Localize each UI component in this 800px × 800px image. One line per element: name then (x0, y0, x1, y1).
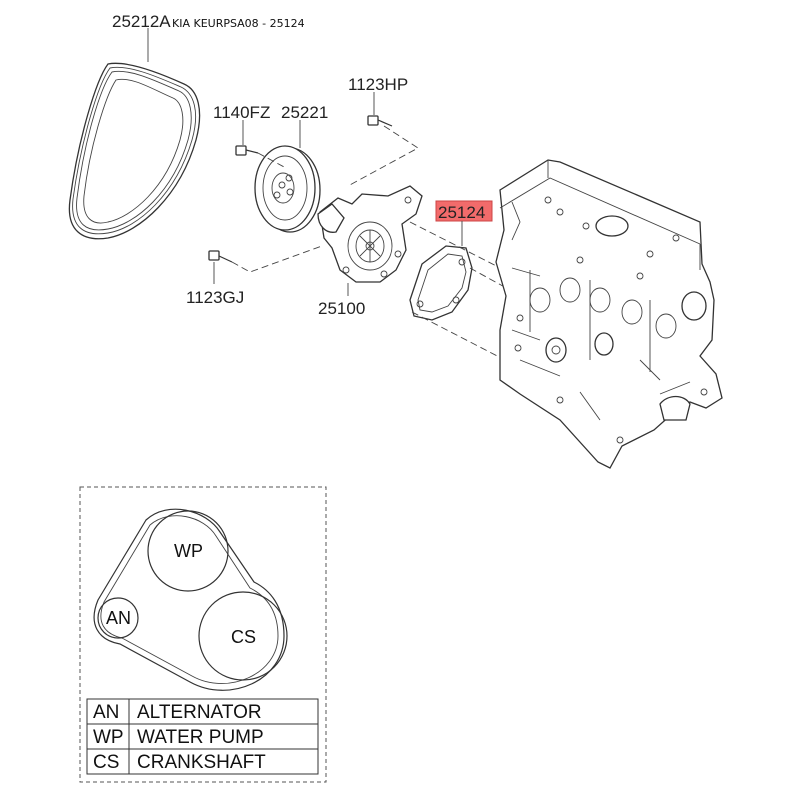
legend-code: WP (93, 727, 124, 748)
pump-bolt-top[interactable] (367, 115, 393, 127)
legend-name: CRANKSHAFT (137, 752, 266, 773)
pump-bolt-bottom[interactable] (208, 250, 233, 263)
label-1123GJ: 1123GJ (186, 288, 244, 307)
label-25100: 25100 (318, 299, 365, 318)
label-25124: 25124 (438, 203, 485, 222)
belt-routing-diagram (93, 508, 288, 691)
label-25212A: 25212A (112, 12, 171, 31)
engine-block (495, 159, 723, 469)
legend-name: WATER PUMP (137, 727, 264, 748)
pulley-label-wp: WP (174, 541, 203, 561)
pulley-label-an: AN (106, 608, 131, 628)
belt-routing-box (79, 486, 327, 783)
legend-code: CS (93, 752, 119, 773)
pulley-bolt[interactable] (235, 145, 259, 156)
label-25221: 25221 (281, 103, 328, 122)
diagram-reference: KIA KEURPSA08 - 25124 (172, 17, 305, 30)
label-1140FZ: 1140FZ (213, 103, 270, 122)
legend-name: ALTERNATOR (137, 702, 262, 723)
pulley-water-pump (147, 510, 229, 592)
label-1123HP: 1123HP (348, 75, 408, 94)
water-pump[interactable] (317, 185, 423, 283)
pulley-crankshaft (198, 591, 288, 681)
pulley-alternator (97, 597, 139, 639)
water-pump-gasket[interactable] (409, 245, 473, 321)
legend-table (86, 698, 319, 775)
drive-belt[interactable] (68, 62, 201, 240)
legend-code: AN (93, 702, 119, 723)
water-pump-pulley[interactable] (254, 145, 321, 233)
pulley-label-cs: CS (231, 627, 256, 647)
highlight-box (435, 200, 493, 222)
